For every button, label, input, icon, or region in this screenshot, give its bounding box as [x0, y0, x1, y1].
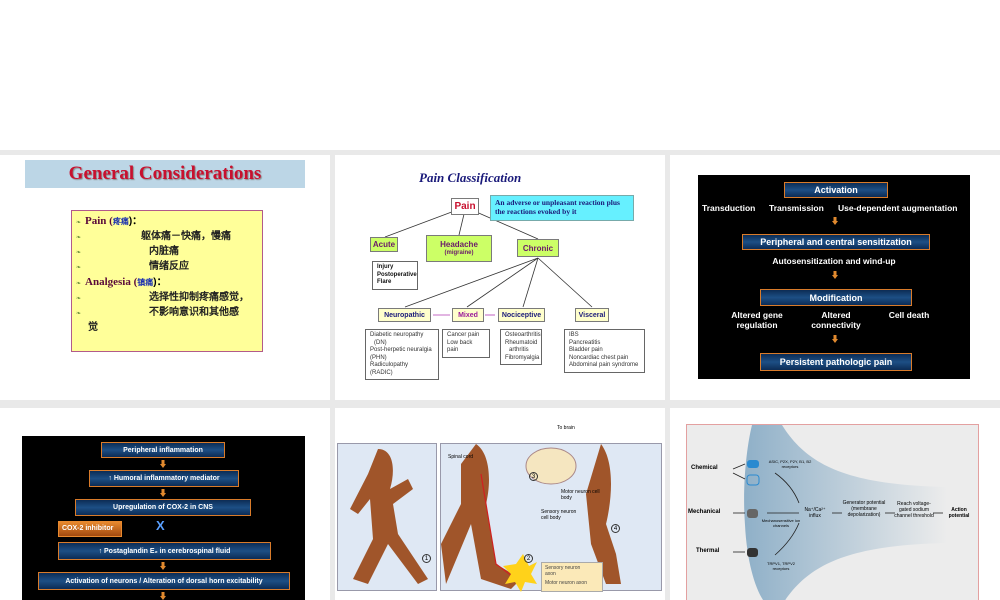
- slide-thumbnail-5[interactable]: 1 Spinal cord Motor neuron cell body Sen…: [335, 408, 665, 600]
- node-pain: Pain: [451, 198, 479, 215]
- label-threshold: Reach voltage-gated sodium channel thres…: [894, 501, 934, 519]
- cox2-inhibitor-label: COX-2 inhibitor: [58, 521, 122, 537]
- node-acute: Acute: [370, 237, 398, 252]
- label-sensory-neuron: Sensory neuron cell body: [541, 509, 577, 521]
- step-number: 3: [529, 472, 538, 481]
- arrow-down-icon: [160, 460, 166, 468]
- label-chem-receptors: ASIC, P2X, P2Y, B1, B2 receptors: [768, 459, 812, 469]
- step-2: ↑ Humoral inflammatory mediator: [89, 470, 239, 487]
- step-4: ↑ Postaglandin E₂ in cerebrospinal fluid: [58, 542, 271, 560]
- slide-sorter: General Considerations ❧Pain (疼痛)： ❧躯体痛－…: [0, 150, 1000, 600]
- arrow-down-icon: [160, 592, 166, 600]
- legend-motor: Motor neuron axon: [545, 580, 587, 586]
- panel-1: 1: [337, 443, 437, 591]
- arrow-down-icon: [832, 217, 838, 225]
- neuropathic-list: Diabetic neuropathy(DN)Post-herpetic neu…: [365, 329, 439, 380]
- diagram-frame: Chemical Mechanical Thermal ASIC, P2X, P…: [686, 424, 979, 600]
- slide-title: Pain Classification: [419, 170, 522, 185]
- step-3: Upregulation of COX-2 in CNS: [75, 499, 251, 516]
- slide-thumbnail-3[interactable]: Activation Transduction Transmission Use…: [670, 155, 1000, 400]
- slide-thumbnail-2[interactable]: Pain Classification Pain An adverse or u…: [335, 155, 665, 400]
- blank-area: [0, 0, 1000, 150]
- slide-thumbnail-6[interactable]: Chemical Mechanical Thermal ASIC, P2X, P…: [670, 408, 1000, 600]
- legend-sensory: Sensory neuron axon: [545, 565, 581, 577]
- label-influx: Na⁺/Ca²⁺ influx: [804, 507, 826, 519]
- label-action: Action potential: [948, 507, 970, 519]
- node-chronic: Chronic: [517, 239, 559, 257]
- step-modification: Modification: [760, 289, 912, 306]
- node-nociceptive: Nociceptive: [498, 308, 545, 322]
- step-number: 2: [524, 554, 533, 563]
- step-1: Peripheral inflammation: [101, 442, 225, 458]
- step-number: 4: [611, 524, 620, 533]
- label-transduction: Transduction: [702, 203, 756, 213]
- node-visceral: Visceral: [575, 308, 609, 322]
- slide-title: General Considerations: [25, 160, 305, 188]
- arrow-down-icon: [160, 489, 166, 497]
- bullet-line: ❧情绪反应: [76, 261, 190, 272]
- diagram-background: Peripheral inflammation ↑ Humoral inflam…: [22, 436, 305, 600]
- slide-thumbnail-1[interactable]: General Considerations ❧Pain (疼痛)： ❧躯体痛－…: [0, 155, 330, 400]
- bullet-line: ❧选择性抑制疼痛感觉，: [76, 292, 250, 303]
- label-motor-neuron: Motor neuron cell body: [561, 489, 600, 501]
- neuron-terminal-shape: [732, 425, 947, 600]
- label-generator: Generator potential (membrane depolariza…: [842, 500, 886, 518]
- label-to-brain: To brain: [557, 425, 575, 431]
- label-wind-up: Autosensitization and wind-up: [772, 256, 896, 266]
- step-5: Activation of neurons / Alteration of do…: [38, 572, 290, 590]
- definition-box: An adverse or unpleasant reaction plus t…: [490, 195, 634, 221]
- label-thermal: Thermal: [696, 548, 720, 554]
- legend-box: Sensory neuron axon Motor neuron axon: [541, 562, 603, 592]
- bullet-line: ❧内脏痛: [76, 246, 180, 257]
- bullet-analgesia: ❧Analgesia (镇痛)：: [76, 276, 167, 288]
- bullet-pain: ❧Pain (疼痛)：: [76, 215, 143, 227]
- step-activation: Activation: [784, 182, 888, 198]
- step-sensitization: Peripheral and central sensitization: [742, 234, 930, 250]
- diagram-background: Activation Transduction Transmission Use…: [698, 175, 970, 379]
- label-mechanical: Mechanical: [688, 509, 721, 515]
- label-use-dependent: Use-dependent augmentation: [838, 203, 958, 213]
- label-altered-gene: Altered gene regulation: [731, 310, 783, 330]
- node-mixed: Mixed: [452, 308, 484, 322]
- label-cell-death: Cell death: [888, 310, 930, 320]
- figure-walking-icon: [350, 449, 428, 584]
- label-transmission: Transmission: [769, 203, 824, 213]
- panel-2: Spinal cord Motor neuron cell body Senso…: [440, 443, 662, 592]
- bullet-line: ❧不影响意识和其他感: [76, 307, 240, 318]
- node-neuropathic: Neuropathic: [378, 308, 431, 322]
- block-x-icon: X: [156, 518, 165, 533]
- bullet-line: 觉: [88, 322, 98, 333]
- node-headache: Headache(migraine): [426, 235, 492, 262]
- slide-thumbnail-4[interactable]: Peripheral inflammation ↑ Humoral inflam…: [0, 408, 330, 600]
- label-spinal-cord: Spinal cord: [448, 454, 474, 460]
- arrow-down-icon: [160, 562, 166, 570]
- label-altered-connectivity: Altered connectivity: [811, 310, 861, 330]
- step-persistent: Persistent pathologic pain: [760, 353, 912, 371]
- label-thermal-receptors: TRPV1, TRPV2 receptors: [767, 561, 795, 571]
- arrow-down-icon: [832, 271, 838, 279]
- content-box: ❧Pain (疼痛)： ❧躯体痛－快痛，慢痛 ❧内脏痛 ❧情绪反应 ❧Analg…: [71, 210, 263, 352]
- label-mech-channels: Mechanosensitive ion channels: [761, 518, 801, 528]
- step-number: 1: [422, 554, 431, 563]
- label-chemical: Chemical: [691, 465, 718, 471]
- arrow-down-icon: [832, 335, 838, 343]
- reflex-figure-icon: [441, 444, 621, 592]
- bullet-line: ❧躯体痛－快痛，慢痛: [76, 231, 232, 242]
